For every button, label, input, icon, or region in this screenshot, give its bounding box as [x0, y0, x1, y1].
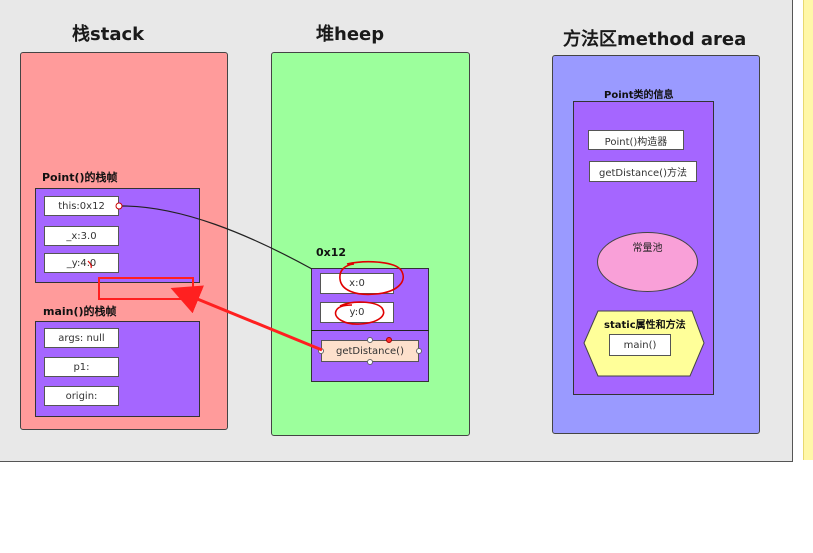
side-scroll-strip — [803, 0, 813, 460]
static-main-cell: main() — [609, 334, 671, 356]
point-frame-x-cell: _x:3.0 — [44, 226, 119, 246]
point-frame-y-cell: _y:4.0 — [44, 253, 119, 273]
heap-title: 堆heep — [316, 24, 385, 45]
point-frame-this-cell: this:0x12 — [44, 196, 119, 216]
heap-method-getdistance: getDistance() — [321, 340, 419, 362]
heap-object-address: 0x12 — [316, 246, 347, 259]
class-getdistance-cell: getDistance()方法 — [589, 161, 697, 182]
main-frame-args-cell: args: null — [44, 328, 119, 348]
static-label: static属性和方法 — [604, 320, 686, 331]
class-constructor-cell: Point()构造器 — [588, 130, 684, 150]
method-area-title: 方法区method area — [563, 29, 747, 50]
heap-field-y-cell: y:0 — [320, 302, 394, 323]
main-frame-label: main()的栈帧 — [43, 305, 117, 318]
main-frame-origin-cell: origin: — [44, 386, 119, 406]
point-frame-label: Point()的栈帧 — [42, 171, 118, 184]
main-frame-p1-cell: p1: — [44, 357, 119, 377]
class-info-label: Point类的信息 — [604, 90, 674, 101]
stack-title: 栈stack — [72, 24, 145, 45]
heap-field-x-cell: x:0 — [320, 273, 394, 294]
constant-pool-ellipse: 常量池 — [597, 232, 698, 292]
heap-object-divider — [311, 330, 429, 331]
